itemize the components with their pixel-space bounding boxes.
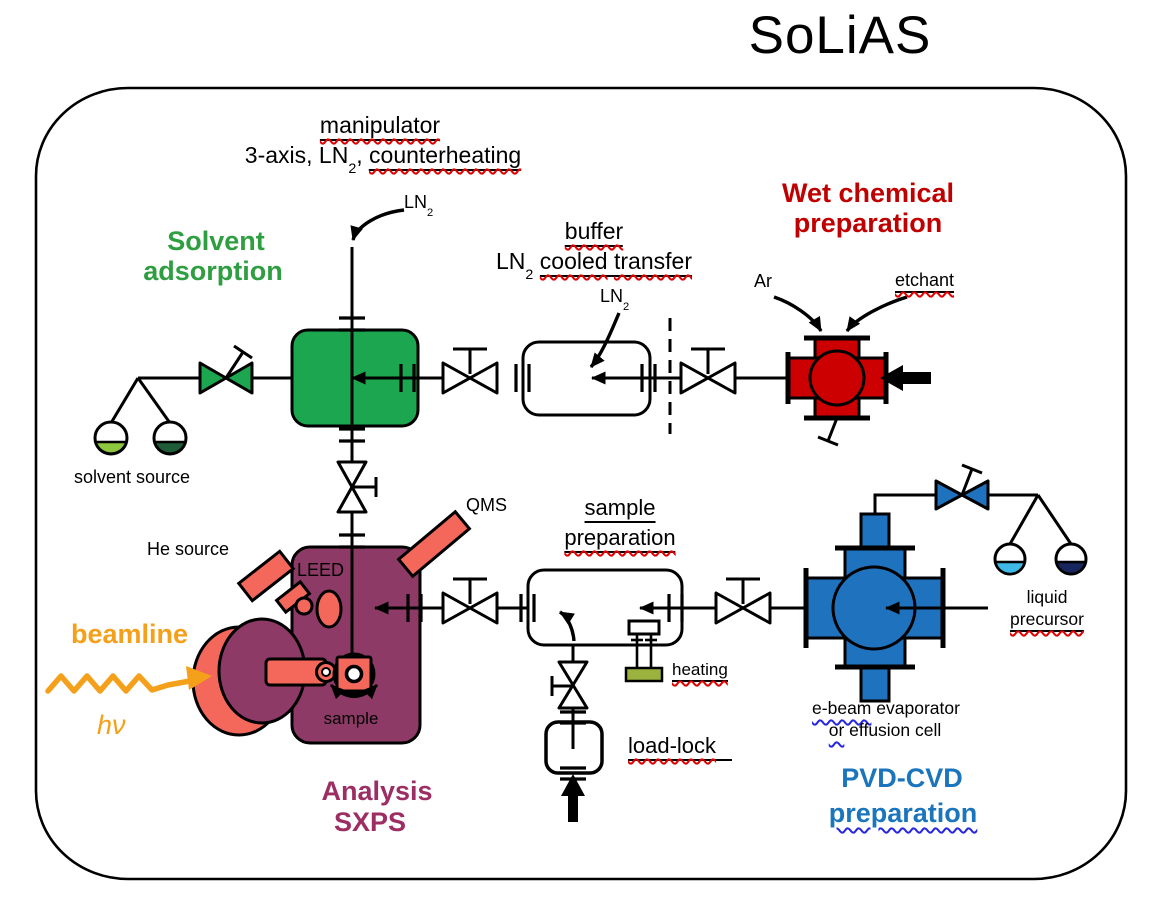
solvent-source-flasks xyxy=(93,377,188,456)
label-ar: Ar xyxy=(754,271,772,291)
section-title-wet-1: Wet chemical xyxy=(781,178,955,208)
valve-buffer-to-wet xyxy=(679,347,737,395)
precursor-valve xyxy=(934,463,990,511)
qms-probe xyxy=(396,509,472,579)
section-title-pvd-2: preparation xyxy=(828,798,978,828)
wet-chamber-inlet-arrow xyxy=(880,365,931,391)
sample-holder xyxy=(332,652,376,696)
label-liquid-precursor-2: precursor xyxy=(1010,609,1084,632)
label-leed: LEED xyxy=(297,560,345,580)
label-ln2-buffer: LN2 xyxy=(600,286,630,313)
he-source-gun xyxy=(236,549,314,616)
etchant-arrow xyxy=(845,295,908,333)
analyzer-snout xyxy=(264,657,337,687)
label-hv: hν xyxy=(97,710,126,740)
label-load-lock: load-lock xyxy=(628,733,733,761)
label-sample-prep-2: preparation xyxy=(564,525,676,553)
valve-solvent-to-buffer xyxy=(441,347,499,395)
label-buffer-1: buffer xyxy=(564,218,624,247)
leed-port xyxy=(315,589,343,629)
section-title-pvd-1: PVD-CVD xyxy=(841,763,963,793)
label-liquid-precursor-1: liquid xyxy=(1026,587,1068,607)
section-title-wet-2: preparation xyxy=(793,208,943,238)
section-title-analysis-1: Analysis xyxy=(321,776,433,806)
section-title-solvent-1: Solvent xyxy=(167,226,265,256)
flange-ticks xyxy=(339,316,684,781)
heating-stage xyxy=(624,619,664,683)
beamline-arrow xyxy=(45,666,212,694)
precursor-pipes xyxy=(873,493,1073,545)
wet-chemical-chamber xyxy=(785,335,889,421)
load-lock-entry-arrow xyxy=(561,774,585,822)
label-he-source: He source xyxy=(147,539,230,559)
label-manipulator: manipulator xyxy=(319,112,441,141)
ln2-arrow-manipulator xyxy=(350,208,405,241)
ar-arrow xyxy=(773,295,823,332)
wet-chamber-leak-valve xyxy=(817,417,839,447)
sample-rotation-arrows xyxy=(329,683,379,700)
section-title-analysis-2: SXPS xyxy=(333,807,407,837)
label-beamline: beamline xyxy=(71,619,189,649)
label-ln2-manipulator: LN2 xyxy=(404,192,434,219)
section-title-solvent-2: adsorption xyxy=(143,256,283,286)
label-solvent-source: solvent source xyxy=(74,467,191,487)
page-title: SoLiAS xyxy=(748,6,932,65)
label-etchant: etchant xyxy=(895,270,955,293)
label-manipulator-axes: 3-axis, LN2, counterheating xyxy=(244,142,522,177)
ln2-arrow-buffer xyxy=(589,312,621,369)
valve-prep-to-loadlock xyxy=(550,660,589,710)
label-qms: QMS xyxy=(466,495,508,515)
enclosure-border xyxy=(34,86,1128,881)
valve-prep-to-pvd xyxy=(714,577,772,625)
transfer-arrow-loadlock xyxy=(558,610,576,642)
manipulator-valve xyxy=(336,460,378,514)
label-sample: sample xyxy=(323,709,379,728)
load-lock-chamber xyxy=(544,720,604,775)
liquid-precursor-flasks xyxy=(993,542,1088,576)
label-heating: heating xyxy=(672,660,728,682)
label-sample-prep-1: sample xyxy=(584,495,656,523)
electron-analyzer xyxy=(191,617,307,737)
solvent-valve xyxy=(198,344,254,395)
valve-analysis-to-prep xyxy=(441,577,499,625)
